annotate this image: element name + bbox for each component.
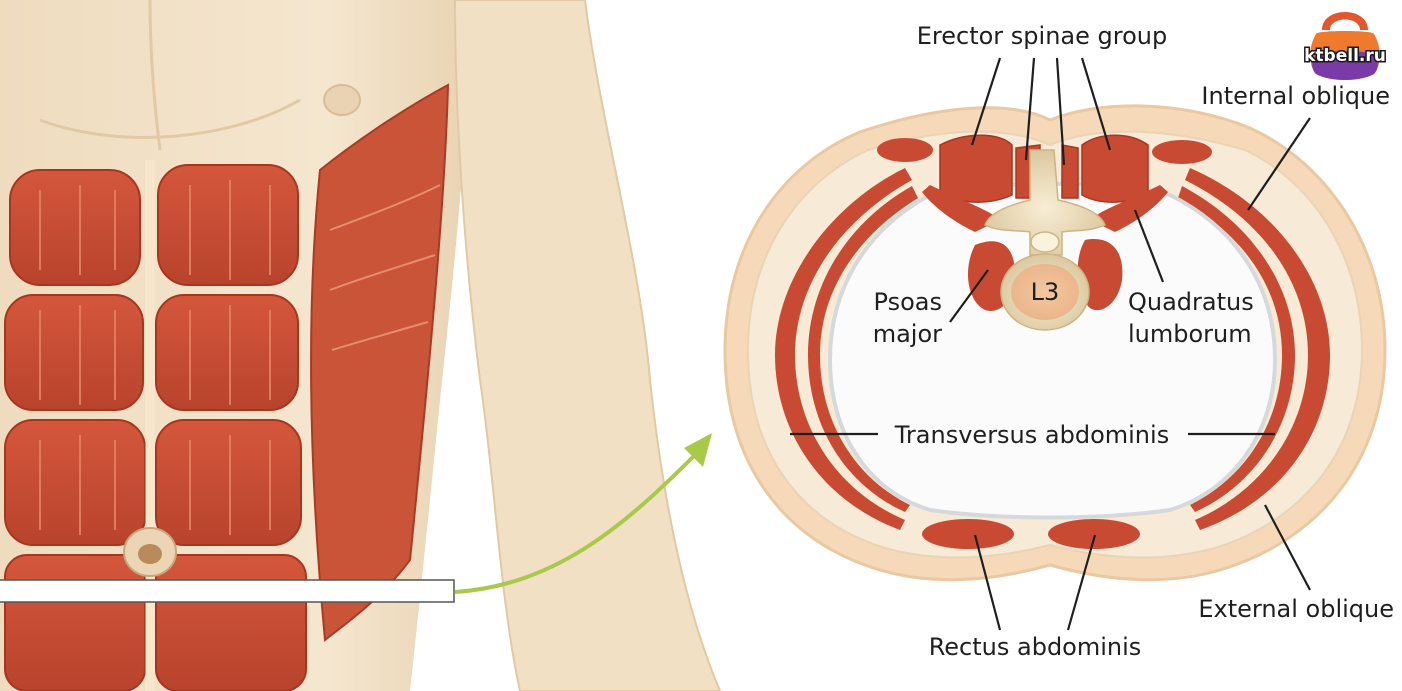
erector-spinae-muscles — [877, 134, 1212, 203]
side-oblique-muscle — [309, 83, 450, 642]
cross-section-band — [0, 579, 455, 603]
torso-illustration — [0, 0, 722, 691]
rectus-abdominis-blocks — [4, 164, 307, 691]
label-psoas-2: major — [873, 320, 942, 348]
nipple — [323, 84, 361, 116]
quadratus-left — [922, 185, 1000, 232]
watermark-text: ktbell.ru — [1304, 46, 1386, 66]
vertebra-l3: L3 — [984, 149, 1106, 331]
label-internal-oblique: Internal oblique — [1201, 82, 1390, 110]
arm — [453, 0, 722, 691]
label-quadratus-2: lumborum — [1128, 320, 1252, 348]
pointer-arrow — [454, 433, 712, 594]
label-rectus: Rectus abdominis — [929, 633, 1142, 661]
quadratus-right — [1090, 185, 1168, 232]
label-quadratus-1: Quadratus — [1128, 288, 1254, 316]
label-external-oblique: External oblique — [1198, 595, 1394, 623]
vertebra-label: L3 — [1031, 278, 1060, 306]
ktbell-logo: ktbell.ru — [1303, 12, 1387, 80]
oblique-left-outer — [775, 168, 912, 530]
leader-lines — [790, 57, 1311, 631]
oblique-right-outer — [1185, 168, 1330, 530]
kettlebell-icon — [1322, 12, 1368, 30]
rectus-left-section — [922, 519, 1014, 549]
label-erector-spinae: Erector spinae group — [917, 22, 1167, 50]
abdominal-cavity — [827, 181, 1278, 520]
rectus-right-section — [1048, 519, 1140, 549]
label-psoas-1: Psoas — [874, 288, 942, 316]
cross-section: L3 — [723, 104, 1387, 582]
label-transversus: Transversus abdominis — [894, 421, 1169, 449]
